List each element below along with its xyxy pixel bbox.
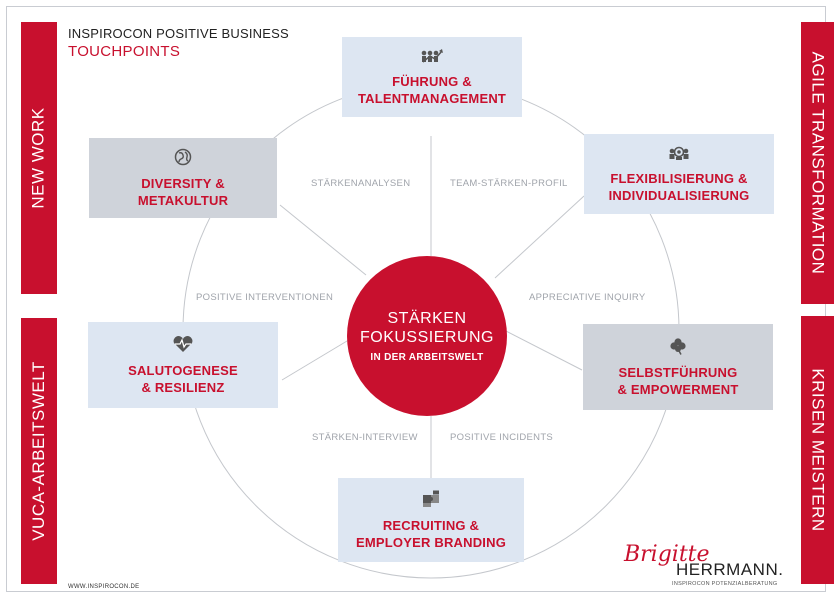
method-positive-interventionen: POSITIVE INTERVENTIONEN — [196, 292, 334, 303]
method-appreciative-inquiry: APPRECIATIVE INQUIRY — [529, 292, 646, 303]
signature-name: HERRMANN. — [676, 560, 784, 579]
method-staerken-interview: STÄRKEN-INTERVIEW — [312, 432, 418, 443]
touchpoint-selbstfuehrung-title-1: SELBSTFÜHRUNG — [618, 364, 738, 380]
side-label-krisen-meistern: KRISEN MEISTERN — [801, 316, 834, 584]
team-search-icon — [668, 145, 690, 164]
touchpoint-flexibilisierung-title-1: FLEXIBILISIERUNG & — [610, 170, 748, 186]
side-label-vuca-arbeitswelt: VUCA-ARBEITSWELT — [21, 318, 57, 584]
brand-signature: Brigitte HERRMANN. INSPIROCON POTENZIALB… — [624, 542, 794, 590]
people-growth-icon — [420, 48, 444, 67]
center-circle: STÄRKEN FOKUSSIERUNG IN DER ARBEITSWELT — [347, 256, 507, 416]
touchpoint-flexibilisierung-title-2: INDIVIDUALISIERUNG — [608, 187, 750, 203]
touchpoint-selbstfuehrung-title-2: & EMPOWERMENT — [617, 381, 739, 397]
touchpoint-diversity-title-2: METAKULTUR — [137, 192, 229, 208]
touchpoint-recruiting-title-2: EMPLOYER BRANDING — [355, 534, 507, 550]
side-label-agile-transformation: AGILE TRANSFORMATION — [801, 22, 834, 304]
connector-upper-left — [279, 204, 367, 276]
center-title-1: STÄRKEN — [387, 310, 467, 327]
touchpoint-flexibilisierung: FLEXIBILISIERUNG & INDIVIDUALISIERUNG — [584, 134, 774, 214]
touchpoint-selbstfuehrung: SELBSTFÜHRUNG & EMPOWERMENT — [583, 324, 773, 410]
touchpoint-fuehrung-title-1: FÜHRUNG & — [392, 73, 472, 89]
connector-lower-right — [503, 329, 583, 371]
heart-pulse-icon — [172, 335, 194, 356]
method-staerkenanalysen: STÄRKENANALYSEN — [311, 178, 411, 189]
touchpoint-recruiting-title-1: RECRUITING & — [382, 517, 480, 533]
globe-icon — [174, 148, 192, 169]
touchpoint-fuehrung: FÜHRUNG & TALENTMANAGEMENT — [342, 37, 522, 117]
clover-icon — [669, 337, 687, 358]
signature-script: Brigitte — [624, 542, 710, 567]
touchpoint-recruiting: RECRUITING & EMPLOYER BRANDING — [338, 478, 524, 562]
touchpoint-fuehrung-title-2: TALENTMANAGEMENT — [357, 90, 507, 106]
puzzle-icon — [422, 490, 440, 511]
touchpoint-salutogenese: SALUTOGENESE & RESILIENZ — [88, 322, 278, 408]
center-title-2: FOKUSSIERUNG — [359, 329, 494, 346]
method-team-staerken-profil: TEAM-STÄRKEN-PROFIL — [450, 178, 568, 189]
signature-tagline: INSPIROCON POTENZIALBERATUNG — [672, 581, 778, 587]
center-subtitle: IN DER ARBEITSWELT — [370, 352, 484, 363]
touchpoint-salutogenese-title-1: SALUTOGENESE — [128, 362, 238, 378]
header-subtitle: INSPIROCON POSITIVE BUSINESS — [68, 26, 289, 41]
connector-upper-right — [494, 195, 585, 279]
header-title: TOUCHPOINTS — [68, 43, 181, 60]
touchpoint-diversity-title-1: DIVERSITY & — [141, 175, 225, 191]
footer-url: WWW.INSPIROCON.DE — [68, 584, 140, 590]
page-header: INSPIROCON POSITIVE BUSINESS TOUCHPOINTS — [68, 26, 289, 60]
side-label-new-work: NEW WORK — [21, 22, 57, 294]
touchpoint-diversity: DIVERSITY & METAKULTUR — [89, 138, 277, 218]
method-positive-incidents: POSITIVE INCIDENTS — [450, 432, 554, 443]
touchpoint-salutogenese-title-2: & RESILIENZ — [141, 379, 225, 395]
